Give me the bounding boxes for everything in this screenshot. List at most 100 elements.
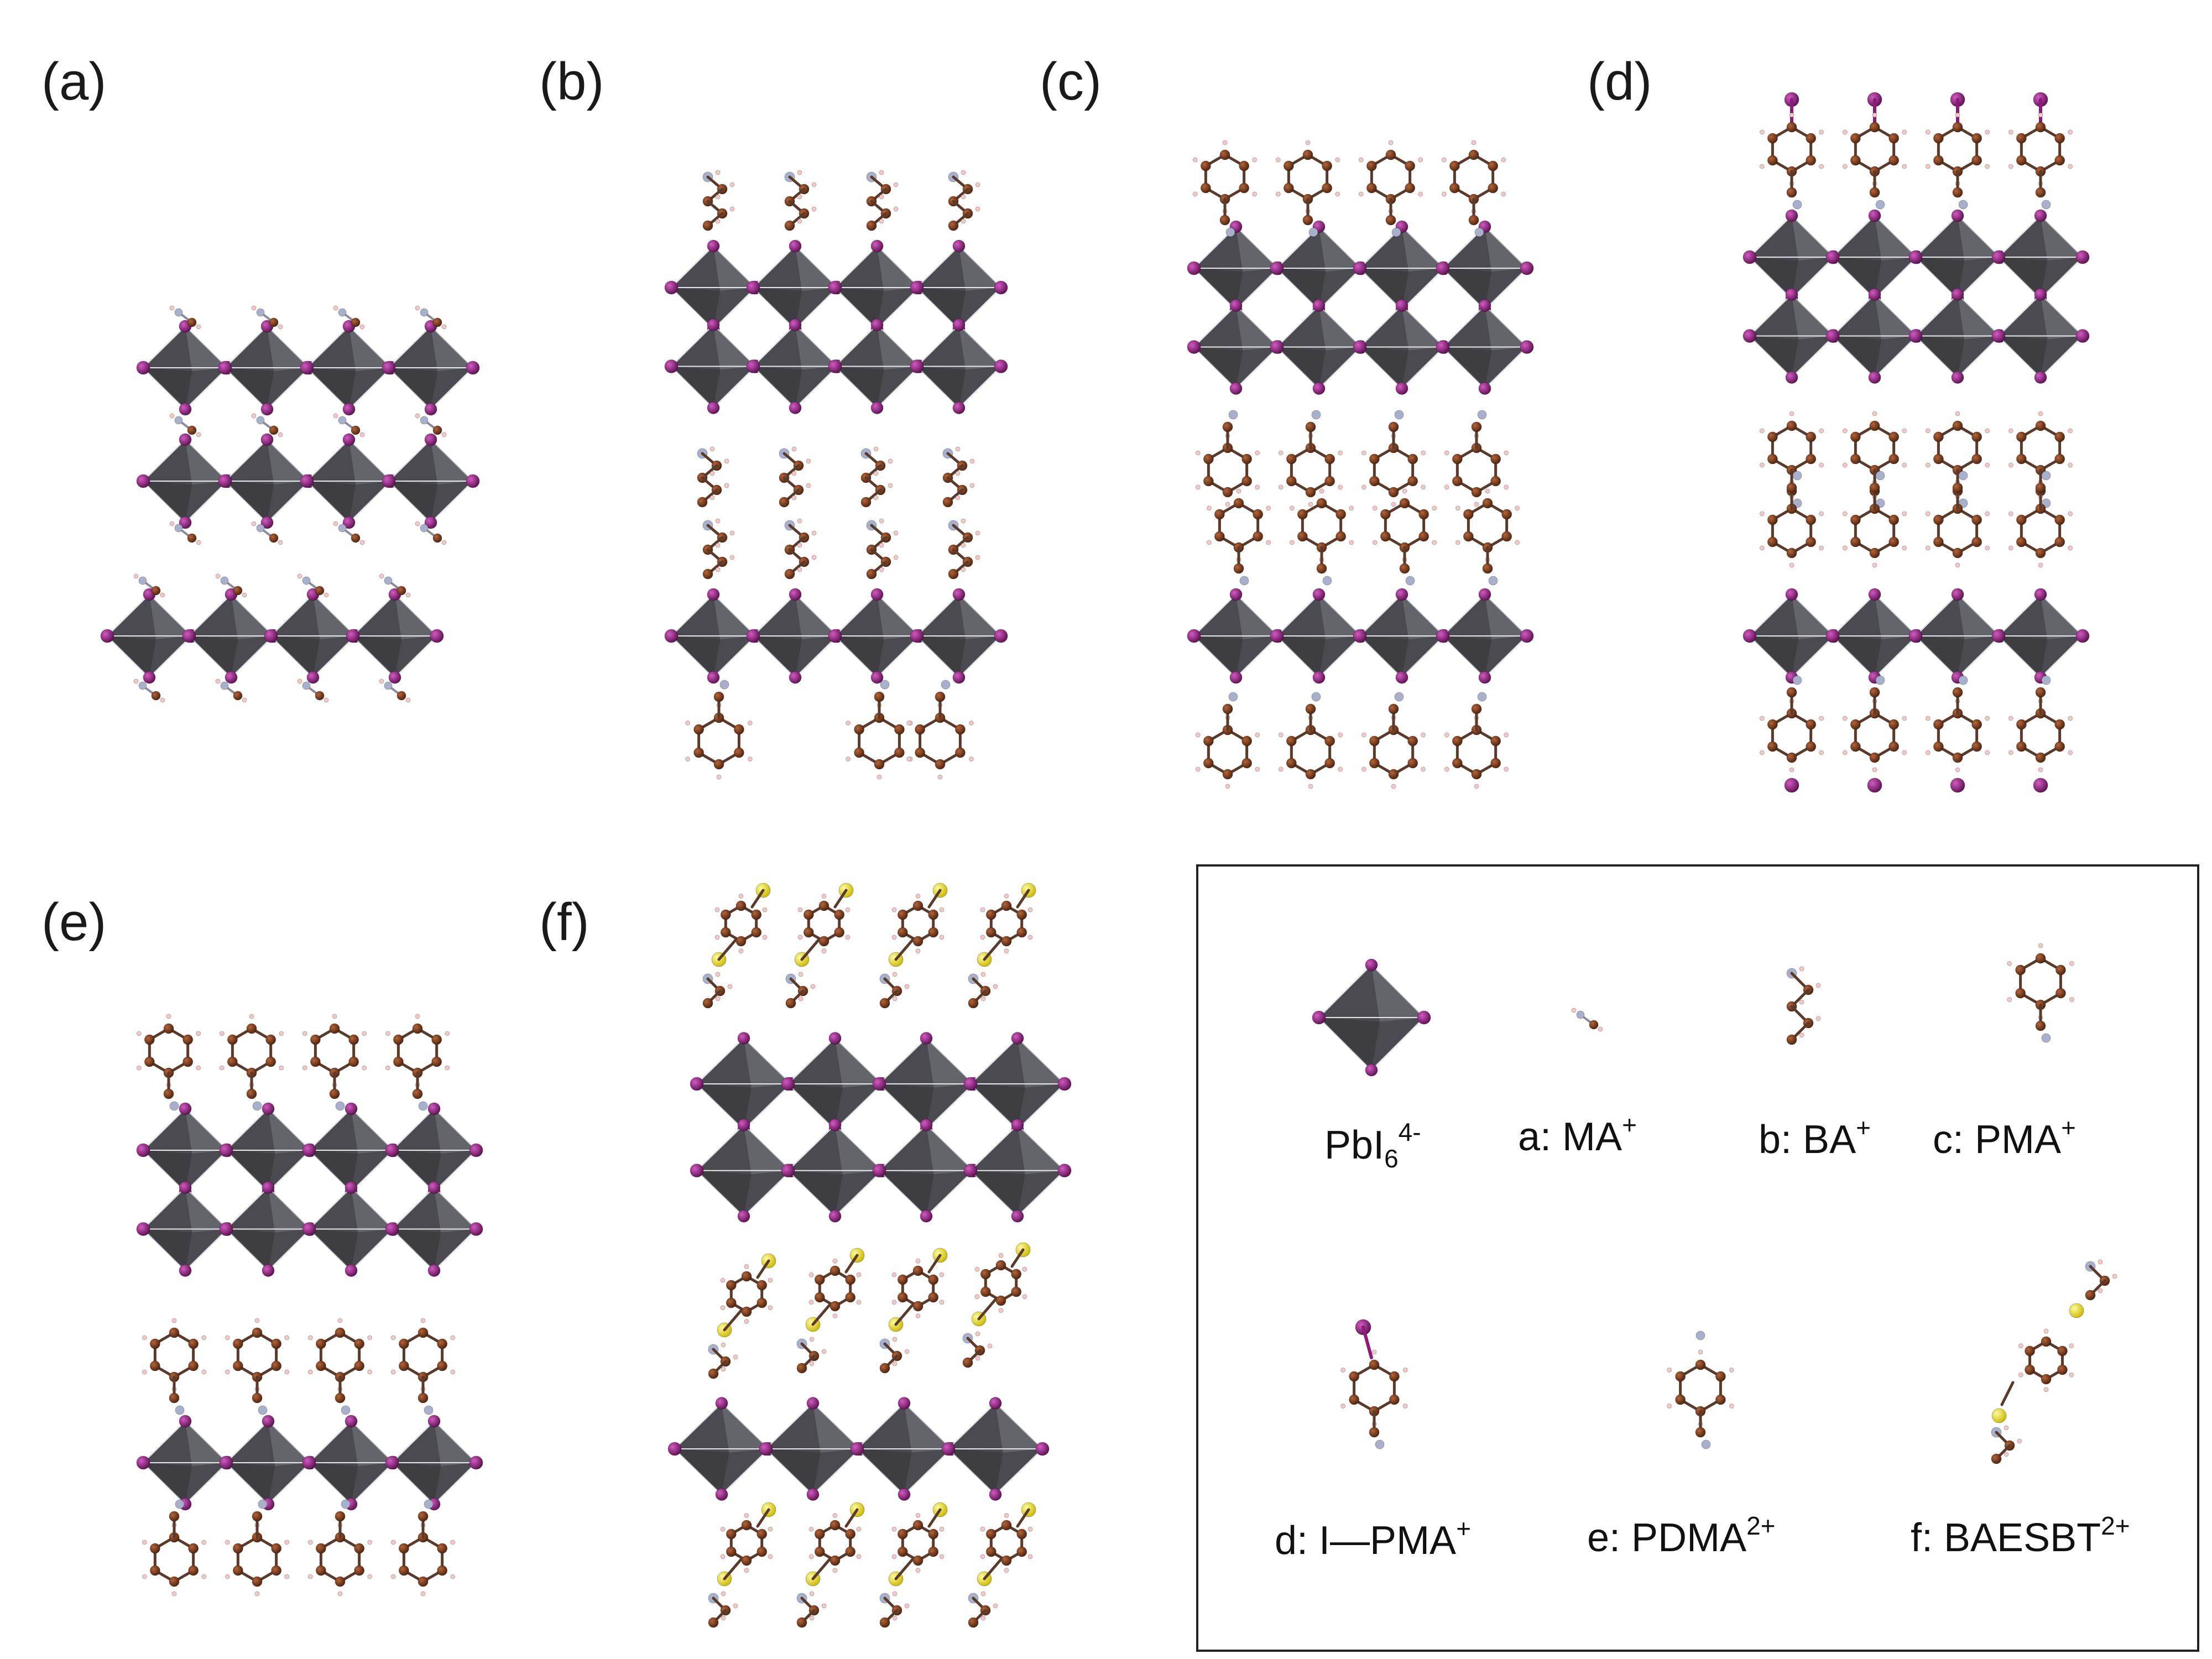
nitrogen-atom bbox=[138, 576, 147, 585]
hydrogen-atom bbox=[1022, 1294, 1027, 1300]
carbon-atom bbox=[897, 927, 908, 938]
iodine-atom bbox=[1520, 629, 1534, 643]
carbon-atom bbox=[1888, 741, 1900, 752]
iodine-atom bbox=[1395, 382, 1408, 395]
carbon-atom bbox=[1418, 531, 1430, 542]
hydrogen-atom bbox=[1872, 112, 1877, 118]
carbon-atom bbox=[1786, 1034, 1797, 1045]
hydrogen-atom bbox=[1515, 540, 1520, 545]
hydrogen-atom bbox=[821, 948, 827, 954]
hydrogen-atom bbox=[879, 542, 884, 548]
hydrogen-atom bbox=[1925, 164, 1931, 169]
hydrogen-atom bbox=[196, 432, 201, 437]
hydrogen-atom bbox=[724, 483, 729, 488]
octahedron-facet bbox=[1277, 636, 1326, 677]
octahedron-facet bbox=[1999, 257, 2048, 299]
carbon-atom bbox=[985, 927, 997, 938]
carbon-atom bbox=[335, 1511, 346, 1522]
octahedron-facet bbox=[349, 326, 391, 371]
carbon-atom bbox=[2016, 133, 2027, 144]
iodine-atom bbox=[789, 239, 802, 253]
octahedron-facet bbox=[434, 1109, 476, 1154]
hydrogen-atom bbox=[201, 1574, 207, 1579]
carbon-atom bbox=[751, 927, 762, 938]
hydrogen-atom bbox=[856, 1526, 862, 1532]
carbon-atom bbox=[995, 1260, 1006, 1271]
octahedron-facet bbox=[395, 594, 437, 639]
hydrogen-atom bbox=[955, 471, 961, 476]
carbon-atom bbox=[912, 1555, 924, 1566]
hydrogen-atom bbox=[1985, 511, 1990, 517]
octahedron-facet bbox=[971, 1170, 1025, 1217]
iodine-atom bbox=[342, 516, 356, 529]
carbon-atom bbox=[942, 497, 953, 508]
octahedron-facet bbox=[1018, 1125, 1065, 1175]
carbon-atom bbox=[2016, 514, 2027, 525]
hydrogen-atom bbox=[1444, 766, 1449, 772]
octahedron-facet bbox=[1360, 268, 1409, 310]
octahedron-facet bbox=[2041, 294, 2083, 340]
bond bbox=[983, 938, 1003, 961]
carbon-atom bbox=[232, 1338, 243, 1349]
octahedron-facet bbox=[2041, 216, 2083, 260]
carbon-atom bbox=[784, 220, 795, 231]
hydrogen-atom bbox=[892, 1591, 898, 1597]
octahedron-facet bbox=[1236, 305, 1278, 351]
structure-panel-b bbox=[664, 170, 1008, 780]
hydrogen-atom bbox=[821, 1603, 827, 1609]
carbon-atom bbox=[182, 1034, 194, 1045]
hydrogen-atom bbox=[201, 1540, 207, 1545]
carbon-atom bbox=[814, 1292, 825, 1303]
hydrogen-atom bbox=[136, 1065, 142, 1071]
carbon-atom bbox=[1369, 1359, 1380, 1370]
carbon-atom bbox=[1490, 735, 1501, 747]
carbon-atom bbox=[757, 1297, 768, 1308]
iodine-atom bbox=[469, 1143, 483, 1157]
hydrogen-atom bbox=[987, 1343, 993, 1349]
octahedron-facet bbox=[1916, 636, 1965, 677]
carbon-atom bbox=[1016, 1528, 1027, 1540]
hydrogen-atom bbox=[1667, 1367, 1672, 1373]
iodine-atom bbox=[737, 1032, 750, 1045]
iodine-atom bbox=[469, 1455, 483, 1470]
iodine-atom bbox=[1270, 340, 1284, 354]
hydrogen-atom bbox=[1799, 999, 1804, 1005]
octahedron-facet bbox=[1958, 594, 2000, 639]
octahedron-facet bbox=[307, 368, 356, 409]
carbon-atom bbox=[830, 1301, 841, 1312]
carbon-atom bbox=[1407, 453, 1418, 465]
carbon-atom bbox=[1385, 215, 1396, 226]
hydrogen-atom bbox=[879, 218, 884, 224]
carbon-atom bbox=[1952, 752, 1963, 763]
hydrogen-atom bbox=[2008, 129, 2013, 135]
iodine-atom bbox=[260, 433, 274, 446]
hydrogen-atom bbox=[961, 194, 966, 200]
hydrogen-atom bbox=[1474, 502, 1479, 507]
hydrogen-atom bbox=[961, 218, 966, 224]
hydrogen-atom bbox=[450, 1574, 456, 1579]
carbon-atom bbox=[1767, 514, 1778, 525]
carbon-atom bbox=[968, 998, 979, 1009]
hydrogen-atom bbox=[415, 521, 420, 526]
hydrogen-atom bbox=[893, 555, 899, 560]
hydrogen-atom bbox=[2069, 961, 2074, 966]
iodine-atom bbox=[1187, 261, 1201, 275]
carbon-atom bbox=[928, 1528, 939, 1540]
octahedron-facet bbox=[813, 1403, 860, 1453]
carbon-atom bbox=[980, 1286, 991, 1297]
carbon-atom bbox=[398, 1338, 409, 1349]
carbon-atom bbox=[928, 927, 939, 938]
carbon-atom bbox=[1253, 531, 1264, 542]
carbon-atom bbox=[1369, 758, 1380, 769]
hydrogen-atom bbox=[1340, 1367, 1346, 1373]
nitrogen-atom bbox=[1792, 200, 1802, 210]
iodine-atom bbox=[2034, 588, 2047, 601]
hydrogen-atom bbox=[1361, 766, 1366, 772]
hydrogen-atom bbox=[738, 893, 744, 899]
bond bbox=[1016, 1508, 1030, 1528]
hydrogen-atom bbox=[832, 1258, 838, 1264]
carbon-atom bbox=[1203, 758, 1214, 769]
carbon-atom bbox=[335, 1576, 346, 1587]
hydrogen-atom bbox=[1842, 716, 1848, 721]
hydrogen-atom bbox=[284, 1335, 290, 1340]
